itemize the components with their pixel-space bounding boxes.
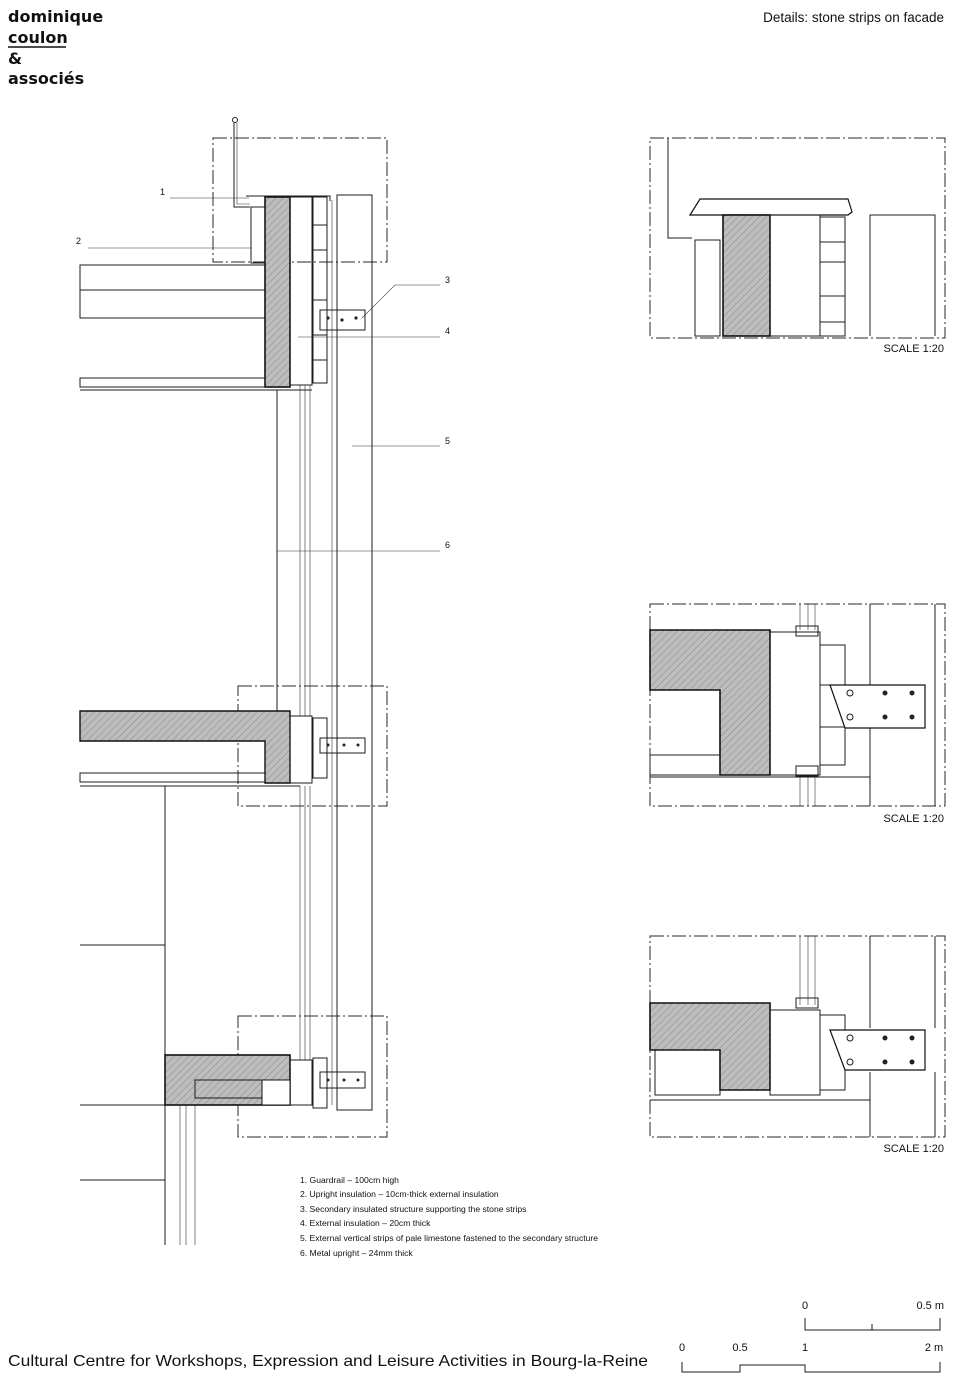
scale-bar-small: 0 0.5 m	[802, 1300, 944, 1331]
legend-item: 6. Metal upright – 24mm thick	[300, 1248, 413, 1258]
legend-item: 2. Upright insulation – 10cm-thick exter…	[300, 1189, 499, 1199]
logo-line-associes: associés	[8, 69, 84, 88]
project-title: Cultural Centre for Workshops, Expressio…	[8, 1353, 648, 1370]
callout-4: 4	[445, 326, 450, 336]
detail-window-head: SCALE 1:20	[649, 935, 946, 1155]
detail-frame-middle	[237, 685, 388, 807]
callout-1: 1	[160, 187, 165, 197]
scale-label-3: SCALE 1:20	[883, 1143, 944, 1155]
scale-bar-large-label: 0	[679, 1342, 685, 1354]
logo-line-ampersand: &	[8, 49, 22, 68]
middle-slab	[79, 710, 366, 787]
logo: dominique coulon & associés	[8, 7, 103, 88]
callout-6: 6	[445, 540, 450, 550]
legend-item: 1. Guardrail – 100cm high	[300, 1175, 399, 1185]
glazing-frame	[276, 385, 311, 1060]
detail-frame-top	[212, 137, 388, 263]
roof-slab	[79, 195, 331, 391]
scale-bar-large-label: 0.5	[732, 1342, 747, 1354]
scale-label-2: SCALE 1:20	[883, 813, 944, 825]
scale-bar-large-label: 1	[802, 1342, 808, 1354]
roof-ceiling-finish	[79, 377, 266, 388]
scale-bar-large: 0 0.5 1 2 m	[679, 1342, 943, 1373]
logo-line-coulon: coulon	[8, 28, 68, 47]
stone-battens-top	[312, 196, 328, 384]
window-head-beam	[164, 1054, 366, 1109]
scale-bar-large-label: 2 m	[925, 1342, 943, 1354]
bracket-plate	[829, 684, 926, 729]
main-section-drawing: 1 2 3 4 5 6	[76, 117, 450, 1245]
bracket-top	[319, 309, 366, 331]
legend-item: 3. Secondary insulated structure support…	[300, 1204, 526, 1214]
detail-roof-edge: SCALE 1:20	[649, 137, 946, 355]
roof-edge-beam	[264, 196, 291, 388]
sheet-title: Details: stone strips on facade	[763, 10, 944, 25]
scale-label-1: SCALE 1:20	[883, 343, 944, 355]
guardrail	[232, 117, 250, 208]
detail-intermediate-floor: SCALE 1:20	[649, 603, 946, 825]
roof-insulation	[79, 264, 266, 291]
legend-item: 4. External insulation – 20cm thick	[300, 1218, 431, 1228]
stone-strip	[331, 194, 373, 1111]
upright-insulation	[250, 206, 266, 264]
callout-3: 3	[445, 275, 450, 285]
roof-concrete	[79, 289, 266, 319]
legend: 1. Guardrail – 100cm high 2. Upright ins…	[300, 1175, 598, 1258]
callout-leaders	[88, 197, 440, 552]
bracket-plate	[829, 1029, 926, 1071]
logo-line-dominique: dominique	[8, 7, 103, 26]
roof-coping	[246, 195, 331, 201]
callout-5: 5	[445, 436, 450, 446]
scale-bar-small-start: 0	[802, 1300, 808, 1312]
scale-bar-small-end: 0.5 m	[916, 1300, 944, 1312]
lower-storey	[80, 786, 196, 1245]
external-insulation-top	[289, 196, 313, 386]
legend-item: 5. External vertical strips of pale lime…	[300, 1233, 598, 1243]
callout-2: 2	[76, 236, 81, 246]
